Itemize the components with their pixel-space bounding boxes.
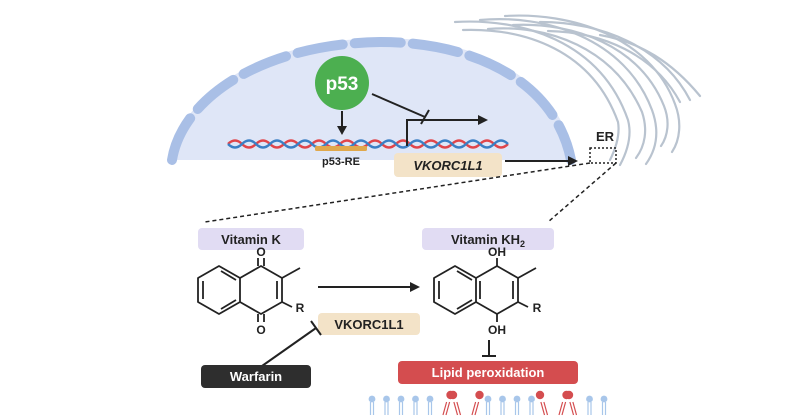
vitamin-k-oxo-bottom: O: [256, 323, 265, 337]
vitamin-k-label: Vitamin K: [221, 232, 281, 247]
lipid: [426, 395, 434, 415]
vitamin-kh2-label-box: [422, 228, 554, 250]
lipid: [383, 395, 390, 415]
p53-binding-arrow: [337, 111, 347, 135]
oxidized-lipid: [564, 390, 578, 416]
vitamin-kh2-r-group: R: [533, 301, 542, 315]
gene-to-er-arrow: [505, 156, 578, 166]
gene-label: VKORC1L1: [413, 158, 482, 173]
lipid: [600, 395, 608, 415]
oxidized-lipid: [535, 390, 549, 416]
lipid: [586, 395, 593, 415]
vitamin-kh2-subscript: 2: [520, 239, 525, 249]
lipid: [412, 395, 419, 415]
lipid: [397, 395, 405, 415]
transcription-arrow: [406, 115, 488, 146]
lipid: [513, 395, 521, 415]
p53-protein: p53: [315, 56, 369, 110]
dna-helix: [227, 139, 509, 149]
oxidized-lipid: [448, 390, 462, 416]
vitamin-kh2-structure: [433, 258, 537, 322]
lipid: [528, 395, 535, 415]
enzyme-label-box: [318, 313, 420, 335]
lipid: [484, 395, 492, 415]
lipid: [368, 395, 376, 415]
endoplasmic-reticulum: [453, 14, 702, 167]
warfarin-label-box: [201, 365, 311, 388]
p53-label: p53: [326, 74, 359, 95]
reduction-arrow: [318, 282, 420, 292]
zoom-lines: [204, 162, 617, 223]
vitamin-k-structure: [197, 258, 301, 322]
vitamin-kh2-base: Vitamin KH: [451, 232, 520, 247]
warfarin-label: Warfarin: [230, 369, 282, 384]
lipid-peroxidation-box: [398, 361, 578, 384]
lipid: [499, 395, 506, 415]
vitamin-k-label-box: [198, 228, 304, 250]
gene-label-box: [394, 153, 502, 177]
vitamin-k-oxo-top: O: [256, 245, 265, 259]
p53-re-label: p53-RE: [322, 156, 360, 168]
lipid-inhibition: [482, 340, 496, 357]
enzyme-label: VKORC1L1: [334, 317, 403, 332]
nucleus: [167, 36, 576, 165]
p53-inhibition: [371, 93, 430, 125]
lipid-peroxidation-label: Lipid peroxidation: [432, 365, 545, 380]
vitamin-kh2-label: Vitamin KH2: [451, 232, 525, 249]
vitamin-kh2-oh-top: OH: [488, 245, 506, 259]
vitamin-k-r-group: R: [296, 301, 305, 315]
er-label: ER: [596, 129, 615, 144]
p53-re-bar: [315, 146, 367, 151]
warfarin-inhibition: [261, 320, 322, 367]
lipid-membrane: [368, 390, 608, 416]
oxidized-lipid: [471, 390, 484, 416]
er-zoom-box: [589, 147, 617, 164]
vitamin-kh2-oh-bottom: OH: [488, 323, 506, 337]
